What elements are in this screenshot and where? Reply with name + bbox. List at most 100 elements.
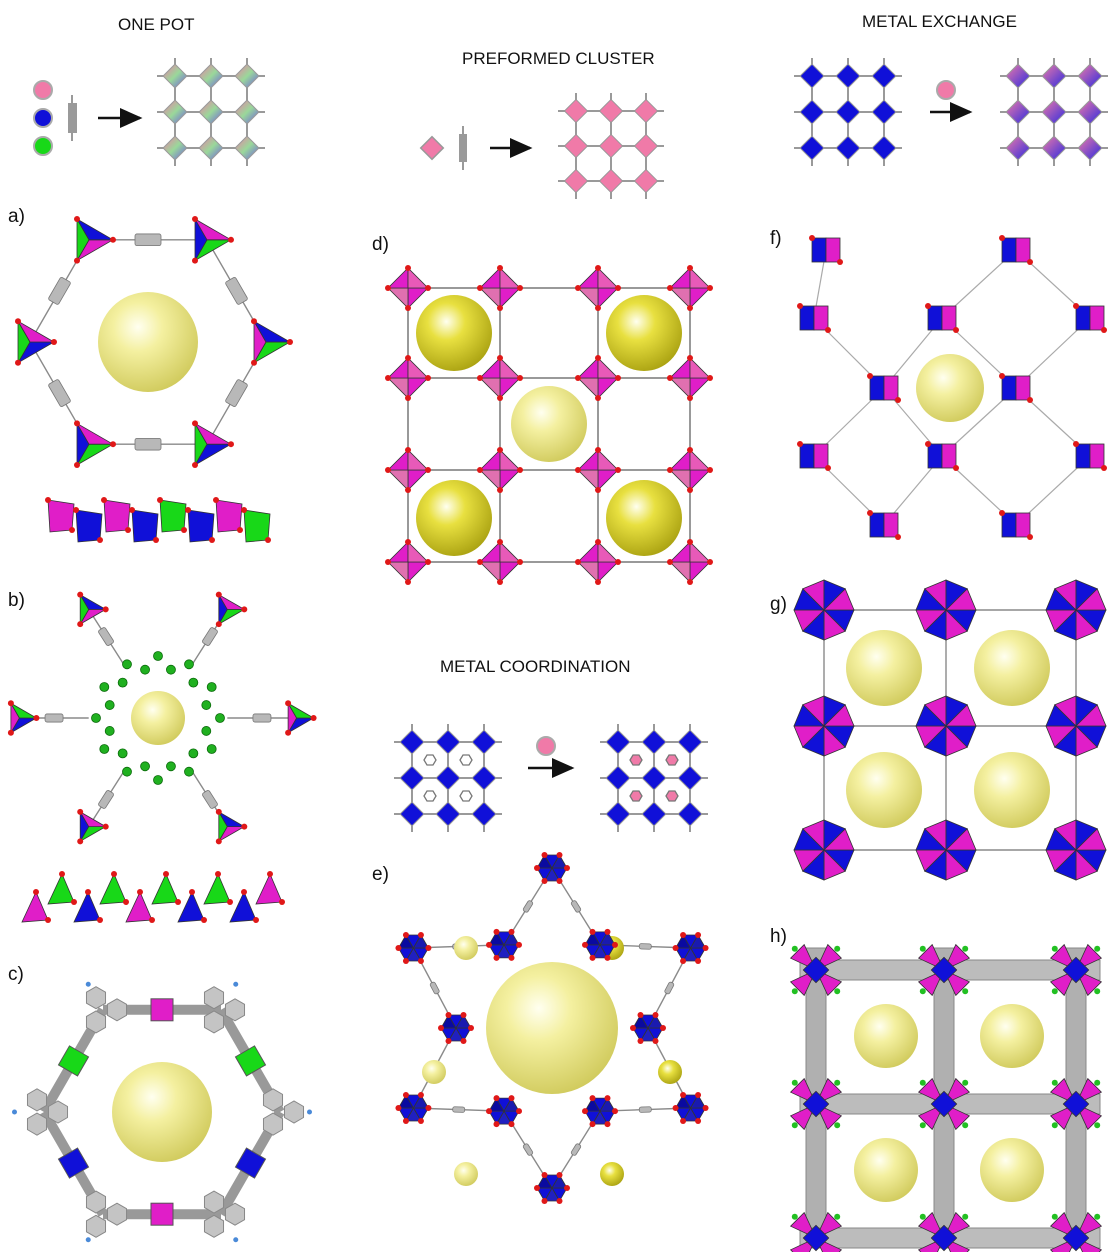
metal-polyhedron	[598, 268, 618, 288]
metal-polyhedron	[814, 444, 828, 468]
ligand-site-icon	[460, 791, 472, 801]
node-diamond	[199, 100, 223, 124]
oxygen-atom	[673, 1105, 679, 1111]
cluster-node-icon	[421, 137, 444, 160]
green-atom	[962, 1080, 968, 1086]
metal-polyhedron	[500, 562, 520, 582]
metal-polyhedron	[500, 378, 520, 398]
metal-square	[151, 1203, 173, 1225]
oxygen-atom	[534, 865, 540, 871]
pink-metal-ion-icon	[937, 81, 955, 99]
oxygen-atom	[667, 285, 673, 291]
oxygen-atom	[209, 537, 215, 543]
green-atom	[1052, 1122, 1058, 1128]
panel-label-h: h)	[770, 926, 787, 947]
metal-polyhedron	[408, 268, 428, 288]
oxygen-atom	[680, 932, 686, 938]
oxygen-atom	[687, 355, 693, 361]
oxygen-atom	[77, 809, 83, 815]
metal-polyhedron	[578, 358, 598, 378]
green-atom	[202, 726, 211, 735]
oxygen-atom	[673, 945, 679, 951]
oxygen-atom	[74, 258, 80, 264]
green-atom	[792, 1122, 798, 1128]
oxygen-atom	[425, 945, 431, 951]
metal-polyhedron	[826, 238, 840, 262]
oxygen-atom	[517, 375, 523, 381]
oxygen-atom	[605, 955, 611, 961]
oxygen-atom	[185, 507, 191, 513]
scheme-title-metal-coordination: METAL COORDINATION	[440, 657, 630, 676]
green-atom	[792, 1080, 798, 1086]
metal-polyhedron	[480, 542, 500, 562]
oxygen-atom	[687, 395, 693, 401]
metal-polyhedron	[670, 358, 690, 378]
oxygen-atom	[157, 497, 163, 503]
node-diamond	[1006, 100, 1030, 124]
metal-polyhedron	[578, 562, 598, 582]
pore-sphere	[422, 1060, 446, 1084]
oxygen-atom	[110, 237, 116, 243]
oxygen-atom	[590, 955, 596, 961]
pore-sphere	[916, 354, 984, 422]
oxygen-atom	[797, 441, 803, 447]
nitrogen-atom	[86, 982, 91, 987]
metal-polyhedron	[670, 562, 690, 582]
linker-ring	[523, 900, 534, 913]
oxygen-atom	[707, 285, 713, 291]
node-diamond	[1078, 100, 1102, 124]
node-diamond	[163, 64, 187, 88]
green-atom	[962, 1122, 968, 1128]
oxygen-atom	[51, 339, 57, 345]
oxygen-atom	[425, 375, 431, 381]
pore-sphere	[846, 752, 922, 828]
metal-polyhedron	[942, 306, 956, 330]
oxygen-atom	[425, 1105, 431, 1111]
green-atom	[920, 1122, 926, 1128]
green-atom	[962, 946, 968, 952]
exchanged-node-grid	[1000, 58, 1108, 166]
oxygen-atom	[45, 497, 51, 503]
oxygen-atom	[110, 441, 116, 447]
linker-ring	[453, 1107, 465, 1113]
oxygen-atom	[615, 559, 621, 565]
scheme-title-metal-exchange: METAL EXCHANGE	[862, 12, 1017, 31]
oxygen-atom	[557, 1198, 563, 1204]
benzene-ring	[86, 1215, 105, 1237]
pore-sphere	[98, 292, 198, 392]
oxygen-atom	[69, 527, 75, 533]
metal-polyhedron	[388, 470, 408, 490]
metal-polyhedron	[598, 562, 618, 582]
oxygen-atom	[797, 303, 803, 309]
oxygen-atom	[8, 700, 14, 706]
oxygen-atom	[111, 871, 117, 877]
coordinated-metal-icon	[666, 791, 678, 801]
oxygen-atom	[867, 510, 873, 516]
node-diamond	[199, 136, 223, 160]
chain-polyhedron	[132, 510, 158, 542]
chain-polyhedron	[104, 500, 130, 532]
oxygen-atom	[241, 889, 247, 895]
linker-ring	[135, 438, 161, 450]
oxygen-atom	[595, 355, 601, 361]
oxygen-atom	[311, 715, 317, 721]
linker-ring	[225, 277, 248, 305]
metal-polyhedron	[578, 470, 598, 490]
metal-polyhedron	[578, 288, 598, 308]
oxygen-atom	[103, 606, 109, 612]
node-diamond	[199, 64, 223, 88]
oxygen-atom	[542, 1172, 548, 1178]
oxygen-atom	[517, 559, 523, 565]
oxygen-atom	[103, 824, 109, 830]
oxygen-atom	[213, 497, 219, 503]
green-atom	[1052, 946, 1058, 952]
node-diamond	[436, 802, 460, 826]
pore-sphere	[980, 1004, 1044, 1068]
panel-label-e: e)	[372, 864, 389, 885]
linker-ring	[639, 1107, 651, 1113]
oxygen-atom	[615, 285, 621, 291]
oxygen-atom	[494, 955, 500, 961]
green-atom	[1094, 988, 1100, 994]
metal-polyhedron	[500, 268, 520, 288]
oxygen-atom	[660, 1025, 666, 1031]
